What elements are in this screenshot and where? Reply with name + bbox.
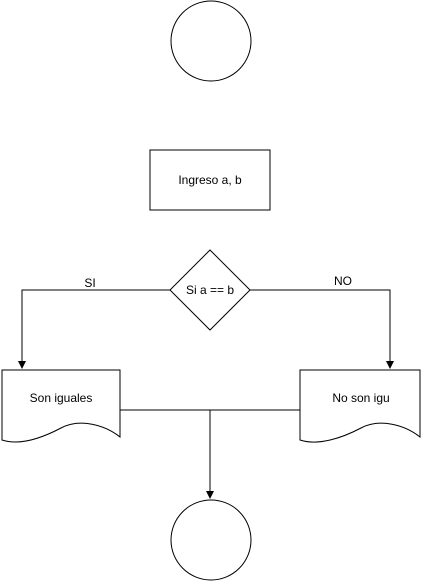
yes-branch-connector: [18, 289, 170, 369]
document-yes-label: Son iguales: [30, 391, 93, 405]
document-shape-yes[interactable]: [1, 369, 121, 443]
document-shape-no[interactable]: [299, 369, 421, 443]
document-no-label: No son igu: [332, 391, 389, 405]
decision-diamond[interactable]: [169, 249, 251, 331]
yes-branch-label: SI: [84, 276, 95, 290]
no-branch-connector: [250, 289, 394, 369]
decision-label: Si a == b: [186, 283, 234, 297]
input-process-label: Ingreso a, b: [178, 173, 242, 187]
no-branch-label: NO: [334, 274, 352, 288]
end-terminal[interactable]: [170, 499, 252, 581]
start-terminal[interactable]: [170, 0, 252, 82]
input-process-box[interactable]: [149, 149, 271, 211]
